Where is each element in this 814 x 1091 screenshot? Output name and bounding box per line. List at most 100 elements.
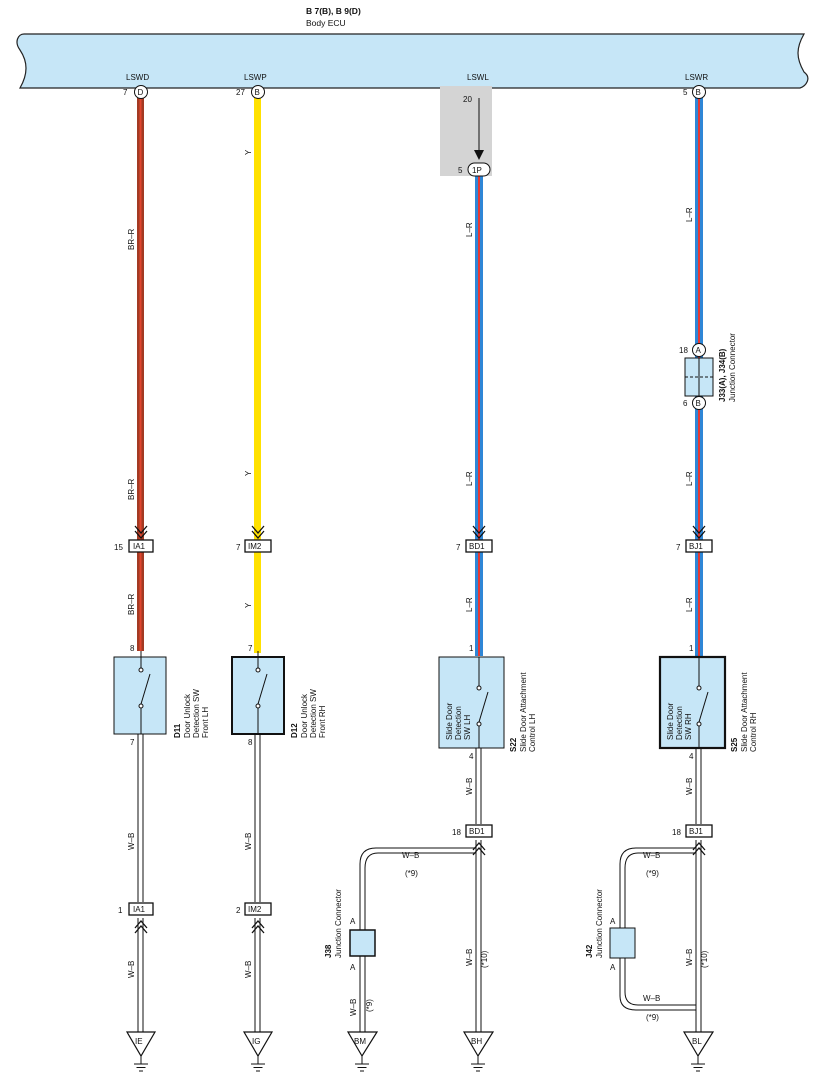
svg-text:A: A — [610, 917, 616, 926]
wire-label-w-b-1: W–B — [127, 833, 136, 850]
svg-text:A: A — [696, 346, 702, 355]
svg-text:2: 2 — [236, 906, 241, 915]
svg-text:Detection: Detection — [675, 706, 684, 740]
svg-text:15: 15 — [114, 543, 123, 552]
svg-text:Door Unlock: Door Unlock — [183, 693, 192, 738]
wire-label-w-b-6: W–B — [465, 949, 474, 966]
j33-name-label: Junction Connector — [728, 333, 737, 402]
wire-label-w-b-7: W–B — [685, 778, 694, 795]
ecu-connectors-label: B 7(B), B 9(D) — [306, 6, 361, 16]
terminal-lswl-label: LSWL — [467, 73, 489, 82]
svg-text:BH: BH — [471, 1037, 482, 1046]
connector-im2-bottom: 2 IM2 — [236, 902, 272, 916]
component-s22: 1 4 Slide Door Detection SW LH S22 Slide… — [438, 644, 537, 761]
wire-label-w-b-4: W–B — [244, 961, 253, 978]
wire-y — [254, 98, 261, 653]
junction-connector-j33: 18 A B 6 J33(A), J34(B) Junction Connect… — [679, 333, 737, 410]
svg-text:1P: 1P — [472, 166, 482, 175]
junction-connector-j38: A A J38 Junction Connector — [324, 889, 376, 972]
svg-text:Front RH: Front RH — [318, 705, 327, 738]
svg-text:IA1: IA1 — [133, 905, 146, 914]
component-d11: 8 7 D11 Door Unlock Detection SW Front L… — [113, 644, 210, 747]
svg-text:BL: BL — [692, 1037, 702, 1046]
terminal-lswp-label: LSWP — [244, 73, 267, 82]
svg-text:7: 7 — [676, 543, 681, 552]
connector-bd1-bottom: 18 BD1 — [452, 824, 493, 838]
svg-text:Detection SW: Detection SW — [309, 689, 318, 738]
svg-text:Door Unlock: Door Unlock — [300, 693, 309, 738]
connector-ia1-top: 15 IA1 — [114, 539, 154, 553]
svg-text:D: D — [138, 88, 144, 97]
svg-text:SW RH: SW RH — [684, 713, 693, 740]
wire-label-w-b-8: W–B — [685, 949, 694, 966]
wire-label-y-2: Y — [244, 470, 253, 476]
ecu-name-label: Body ECU — [306, 18, 346, 28]
wire-label-w-b-11: W–B — [643, 851, 660, 860]
wire-note-9-a: (*9) — [365, 999, 374, 1012]
chevrons — [134, 525, 706, 934]
svg-text:Control RH: Control RH — [749, 712, 758, 752]
svg-text:1: 1 — [689, 644, 694, 653]
svg-text:8: 8 — [130, 644, 135, 653]
svg-text:Slide Door: Slide Door — [666, 702, 675, 740]
terminal-lswr-label: LSWR — [685, 73, 708, 82]
component-s25: 1 4 Slide Door Detection SW RH S25 Slide… — [658, 644, 758, 761]
svg-text:Junction Connector: Junction Connector — [595, 889, 604, 958]
svg-text:18: 18 — [679, 346, 688, 355]
wire-note-9-c: (*9) — [646, 869, 659, 878]
ecu-pin-lswr: 5 B — [683, 85, 706, 99]
svg-text:A: A — [610, 963, 616, 972]
wire-label-w-b-3: W–B — [244, 833, 253, 850]
svg-text:B: B — [255, 88, 260, 97]
svg-text:BJ1: BJ1 — [689, 542, 703, 551]
ecu-pin-lswd: 7 D — [123, 85, 148, 99]
wire-label-w-b-10: W–B — [402, 851, 419, 860]
svg-text:5: 5 — [458, 166, 463, 175]
svg-text:BD1: BD1 — [469, 542, 485, 551]
svg-text:1: 1 — [469, 644, 474, 653]
svg-text:D11: D11 — [173, 723, 182, 738]
svg-text:7: 7 — [123, 88, 128, 97]
wire-label-l-r-4: L–R — [685, 207, 694, 222]
wire-label-w-b-2: W–B — [127, 961, 136, 978]
wire-labels: BR–R BR–R BR–R Y Y Y L–R L–R L–R L–R L–R… — [127, 149, 709, 1022]
wire-br-r — [137, 98, 144, 651]
wire-label-w-b-5: W–B — [465, 778, 474, 795]
wire-label-w-b-9: W–B — [349, 999, 358, 1016]
wire-label-l-r-6: L–R — [685, 597, 694, 612]
j33-id-label: J33(A), J34(B) — [718, 348, 727, 402]
svg-text:D12: D12 — [290, 723, 299, 738]
wire-note-9-d: (*9) — [646, 1013, 659, 1022]
svg-text:27: 27 — [236, 88, 245, 97]
svg-text:IG: IG — [252, 1037, 260, 1046]
svg-text:6: 6 — [683, 399, 688, 408]
wire-note-10-a: (*10) — [480, 950, 489, 968]
svg-text:BM: BM — [354, 1037, 366, 1046]
svg-text:IM2: IM2 — [248, 905, 262, 914]
ecu-pin-lswp: 27 B — [236, 85, 265, 99]
connector-bj1-top: 7 BJ1 — [676, 539, 713, 553]
svg-text:5: 5 — [683, 88, 688, 97]
svg-text:A: A — [350, 963, 356, 972]
splice-1p: 5 1P — [458, 162, 491, 177]
ecu-pin-lswl: 20 — [463, 95, 472, 104]
wire-label-l-r-5: L–R — [685, 471, 694, 486]
svg-text:J42: J42 — [585, 944, 594, 958]
ground-bl: BL — [682, 1031, 715, 1072]
wire-l-r-left — [475, 176, 483, 656]
svg-text:Front LH: Front LH — [201, 707, 210, 738]
wire-label-br-r-1: BR–R — [127, 228, 136, 250]
svg-text:7: 7 — [130, 738, 135, 747]
svg-text:Control LH: Control LH — [528, 714, 537, 752]
wire-w-b-group — [137, 734, 702, 1032]
svg-text:Detection SW: Detection SW — [192, 689, 201, 738]
terminal-lswd-label: LSWD — [126, 73, 149, 82]
svg-text:4: 4 — [689, 752, 694, 761]
svg-text:18: 18 — [452, 828, 461, 837]
svg-text:IA1: IA1 — [133, 542, 146, 551]
svg-text:Slide Door Attachment: Slide Door Attachment — [740, 672, 749, 752]
connector-ia1-bottom: 1 IA1 — [118, 902, 154, 916]
svg-text:7: 7 — [456, 543, 461, 552]
component-d12: 7 8 D12 Door Unlock Detection SW Front R… — [231, 644, 327, 747]
wire-label-y-3: Y — [244, 602, 253, 608]
